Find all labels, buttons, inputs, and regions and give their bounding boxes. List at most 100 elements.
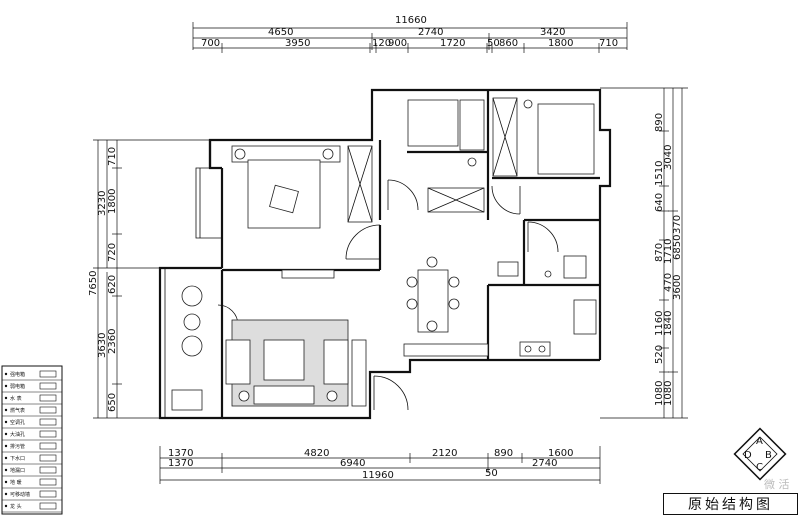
lamp-icon <box>326 390 338 402</box>
dim-top-r2-a: 700 <box>201 38 220 49</box>
dim-right-e: 870 <box>654 243 665 262</box>
legend-item-label: 大油孔 <box>10 431 25 438</box>
dim-left-total: 7650 <box>88 271 99 296</box>
compass-c: C <box>756 462 763 473</box>
dim-right-g: 470 <box>663 273 674 292</box>
dim-top-r2-b: 3950 <box>285 38 310 49</box>
legend-bullet <box>4 444 8 448</box>
compass: A B C D <box>733 427 787 481</box>
dim-bot-r1-e: 1600 <box>548 448 573 459</box>
legend-bullet <box>4 456 8 460</box>
legend-bullet <box>4 492 8 496</box>
legend-symbol <box>39 430 57 438</box>
dim-right-mid-outer: 3600 <box>672 275 683 300</box>
lamp-icon <box>467 157 477 167</box>
legend-symbol <box>39 466 57 474</box>
dim-right-lower-outer: 1080 <box>663 381 674 406</box>
counter <box>403 343 489 357</box>
dim-left-low-b: 650 <box>107 393 118 412</box>
furniture <box>171 97 597 411</box>
legend-item-label: 空调孔 <box>10 419 25 426</box>
dim-left-lower: 3630 <box>97 333 108 358</box>
legend-item-label: 燃气表 <box>10 407 25 414</box>
lamp-icon <box>234 148 246 160</box>
legend-bullet <box>4 468 8 472</box>
dim-top-r2-f: 50 <box>487 38 500 49</box>
dim-bot-r1-d: 890 <box>494 448 513 459</box>
dim-right-upper-outer: 3040 <box>663 145 674 170</box>
stove <box>519 341 551 357</box>
legend-symbol <box>39 490 57 498</box>
sink <box>497 261 519 277</box>
dim-bot-r2-a: 1370 <box>168 458 193 469</box>
dim-bot-r2-c: 2740 <box>532 458 557 469</box>
bed-pillow-cushion <box>269 184 299 214</box>
round-table <box>183 313 201 331</box>
dim-top-r2-c: 120 <box>372 38 391 49</box>
dim-top-r2-i: 710 <box>599 38 618 49</box>
legend-item-label: 可移动墙 <box>10 491 30 498</box>
legend-symbol <box>39 418 57 426</box>
dim-left-low-a: 2360 <box>107 329 118 354</box>
legend-bullet <box>4 396 8 400</box>
lamp-icon <box>523 99 533 109</box>
compass-a: A <box>756 436 763 447</box>
legend-item-label: 弱电箱 <box>10 383 25 390</box>
legend-bullet <box>4 420 8 424</box>
legend-bullet <box>4 480 8 484</box>
legend-symbol <box>39 454 57 462</box>
dim-top-r1-b: 2740 <box>418 27 443 38</box>
sofa <box>253 385 315 405</box>
tv-cabinet <box>281 269 335 279</box>
doors <box>217 179 559 411</box>
dim-top-r2-h: 1800 <box>548 38 573 49</box>
legend-item-label: 下水口 <box>10 455 25 462</box>
watermark: 微 活 <box>764 477 790 491</box>
dim-bot-r2-b: 6940 <box>340 458 365 469</box>
wardrobe-mid <box>459 99 485 151</box>
dim-left-upper: 3230 <box>97 191 108 216</box>
legend-item-label: 排污管 <box>10 443 25 450</box>
dim-top-r1-c: 3420 <box>540 27 565 38</box>
dim-bot-total: 11960 <box>362 470 394 481</box>
dim-right-h: 1160 <box>654 311 665 336</box>
drawing-title: 原始结构图 <box>688 497 773 513</box>
side-cabinet <box>351 339 367 407</box>
dim-right-d: 370 <box>672 215 683 234</box>
dim-bot-r1-b: 4820 <box>304 448 329 459</box>
armchair-left <box>225 339 251 385</box>
dim-left-up-a: 710 <box>107 147 118 166</box>
chair-icon <box>181 335 203 357</box>
washer <box>171 389 203 411</box>
compass-b: B <box>765 450 772 461</box>
legend-item-label: 地漏口 <box>10 467 25 474</box>
dim-right-k: 1080 <box>654 381 665 406</box>
chair-icon <box>406 298 418 310</box>
left-dimensions: 7650 3230 710 1800 720 620 3630 2360 650 <box>88 139 210 419</box>
bed-two <box>407 99 459 147</box>
dim-right-outer: 6850 <box>672 235 683 260</box>
dim-bot-extra: 50 <box>485 468 498 479</box>
right-dimensions: 890 1510 640 370 870 1710 470 1160 1840 … <box>600 87 688 419</box>
bottom-dimensions: 1370 4820 2120 890 1600 1370 6940 2740 5… <box>159 446 601 484</box>
dim-top-r1-a: 4650 <box>268 27 293 38</box>
chair-icon <box>426 320 438 332</box>
dim-top-total: 11660 <box>395 15 427 26</box>
legend-symbol <box>39 370 57 378</box>
legend-symbol <box>39 502 57 510</box>
dim-left-up-c: 720 <box>107 243 118 262</box>
dim-bot-r1-c: 2120 <box>432 448 457 459</box>
compass-d: D <box>744 450 752 461</box>
chair-icon <box>181 285 203 307</box>
legend-item-label: 地 暖 <box>10 479 22 486</box>
title-block: 原始结构图 <box>663 493 798 515</box>
legend-bullet <box>4 432 8 436</box>
armchair-right <box>323 339 349 385</box>
burner-icon <box>538 345 546 353</box>
legend-symbol <box>39 394 57 402</box>
top-dimensions: 11660 4650 2740 3420 700 3950 120 900 17… <box>192 15 628 53</box>
dim-right-a: 890 <box>654 113 665 132</box>
bed-three <box>537 103 595 175</box>
